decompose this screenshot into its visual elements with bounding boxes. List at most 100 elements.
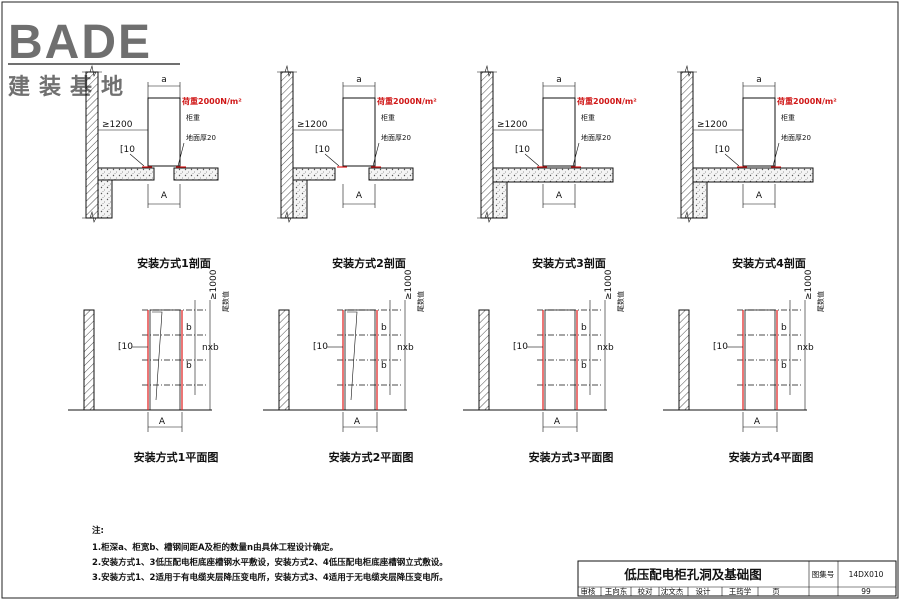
clearance-dimension: ≥1000 — [604, 269, 614, 300]
spare-label: 尾数值 — [816, 291, 825, 312]
clearance-dimension: ≥1000 — [404, 269, 414, 300]
clearance-dimension: ≥1200 — [297, 120, 328, 130]
note-line-2: 2.安装方式1、3低压配电柜底座槽钢水平敷设，安装方式2、4低压配电柜底座槽钢立… — [92, 557, 448, 568]
break-mark — [477, 210, 497, 223]
dimension-A: A — [354, 417, 361, 427]
break-mark — [82, 64, 102, 77]
break-mark — [277, 210, 297, 223]
note-line-1: 1.柜深a、柜宽b、槽钢间距A及柜的数量n由具体工程设计确定。 — [92, 542, 338, 553]
atlas-number: 14DX010 — [849, 570, 884, 579]
title-block-cell-3: 校对 — [638, 586, 653, 596]
leader-line — [324, 153, 340, 167]
plan-caption: 安装方式4平面图 — [729, 450, 814, 464]
notes: 注: 1.柜深a、柜宽b、槽钢间距A及柜的数量n由具体工程设计确定。 2.安装方… — [92, 525, 448, 583]
title-block-cell-6: 王筠学 — [729, 586, 752, 596]
break-mark — [677, 210, 697, 223]
cabinet-outline — [542, 97, 576, 167]
wall — [85, 71, 99, 219]
channel-label: [10 — [313, 342, 328, 352]
notes-heading: 注: — [92, 525, 104, 536]
title-block-cell-8: 99 — [861, 587, 871, 596]
break-mark — [82, 210, 102, 223]
title-block-cell-1: 审核 — [581, 586, 596, 596]
plan-caption: 安装方式2平面图 — [329, 450, 414, 464]
dimension-A: A — [159, 417, 166, 427]
floor-slab — [692, 181, 708, 219]
drawing-title: 低压配电柜孔洞及基础图 — [623, 567, 762, 582]
plan-caption: 安装方式1平面图 — [134, 450, 219, 464]
wall — [680, 71, 694, 219]
section-caption: 安装方式2剖面 — [332, 256, 406, 270]
cabinet-band — [544, 309, 576, 411]
dimension-A: A — [356, 191, 363, 201]
dimension-b: b — [781, 361, 787, 371]
dimension-b: b — [781, 323, 787, 333]
floor-slab — [368, 167, 414, 181]
leader-line — [524, 153, 540, 167]
dimension-A: A — [556, 191, 563, 201]
break-mark — [677, 64, 697, 77]
logo-wordmark: BADE — [8, 16, 152, 69]
floor-slab — [692, 167, 814, 183]
title-block-cell-7: 页 — [772, 587, 780, 596]
logo: BADE 建装基地 — [8, 16, 180, 100]
dimension-b: b — [186, 323, 192, 333]
break-mark — [277, 64, 297, 77]
cabinet-weight-label: 柜重 — [581, 113, 595, 122]
leader-line — [372, 142, 380, 167]
dimension-b: b — [581, 323, 587, 333]
dimension-b: b — [381, 361, 387, 371]
spare-label: 尾数值 — [221, 291, 230, 312]
wall — [480, 71, 494, 219]
note-line-3: 3.安装方式1、2适用于有电缆夹层降压变电所，安装方式3、4适用于无电缆夹层降压… — [92, 572, 448, 583]
dimension-a: a — [356, 75, 362, 85]
clearance-dimension: ≥1000 — [804, 269, 814, 300]
dimension-a: a — [756, 75, 762, 85]
cabinet-weight-label: 柜重 — [381, 113, 395, 122]
dimension-nxb: nxb — [597, 343, 614, 353]
channel-label: [10 — [715, 145, 730, 155]
floor-thickness-label: 地面厚20 — [781, 133, 811, 142]
logo-subtitle: 建装基地 — [8, 75, 132, 100]
dimension-b: b — [381, 323, 387, 333]
cabinet-band — [744, 309, 776, 411]
channel-label: [10 — [713, 342, 728, 352]
leader-line — [724, 153, 740, 167]
title-block-cell-2: 王向东 — [605, 586, 628, 596]
dimension-nxb: nxb — [797, 343, 814, 353]
dimension-A: A — [554, 417, 561, 427]
leader-line — [177, 142, 185, 167]
dimension-a: a — [556, 75, 562, 85]
section-caption: 安装方式4剖面 — [732, 256, 806, 270]
break-mark — [477, 64, 497, 77]
dimension-A: A — [161, 191, 168, 201]
spare-label: 尾数值 — [616, 291, 625, 312]
cabinet-outline — [147, 97, 181, 167]
channel-label: [10 — [515, 145, 530, 155]
channel-label: [10 — [513, 342, 528, 352]
floor-slab — [97, 167, 155, 181]
wall — [83, 309, 95, 411]
dimension-nxb: nxb — [397, 343, 414, 353]
floor-slab — [492, 181, 508, 219]
floor-thickness-label: 地面厚20 — [381, 133, 411, 142]
clearance-dimension: ≥1000 — [209, 269, 219, 300]
floor-slab — [173, 167, 219, 181]
dimension-A: A — [756, 191, 763, 201]
clearance-dimension: ≥1200 — [102, 120, 133, 130]
section-caption: 安装方式3剖面 — [532, 256, 606, 270]
dimension-a: a — [161, 75, 167, 85]
wall — [278, 309, 290, 411]
floor-slab — [97, 179, 113, 219]
channel-label: [10 — [118, 342, 133, 352]
wall — [678, 309, 690, 411]
